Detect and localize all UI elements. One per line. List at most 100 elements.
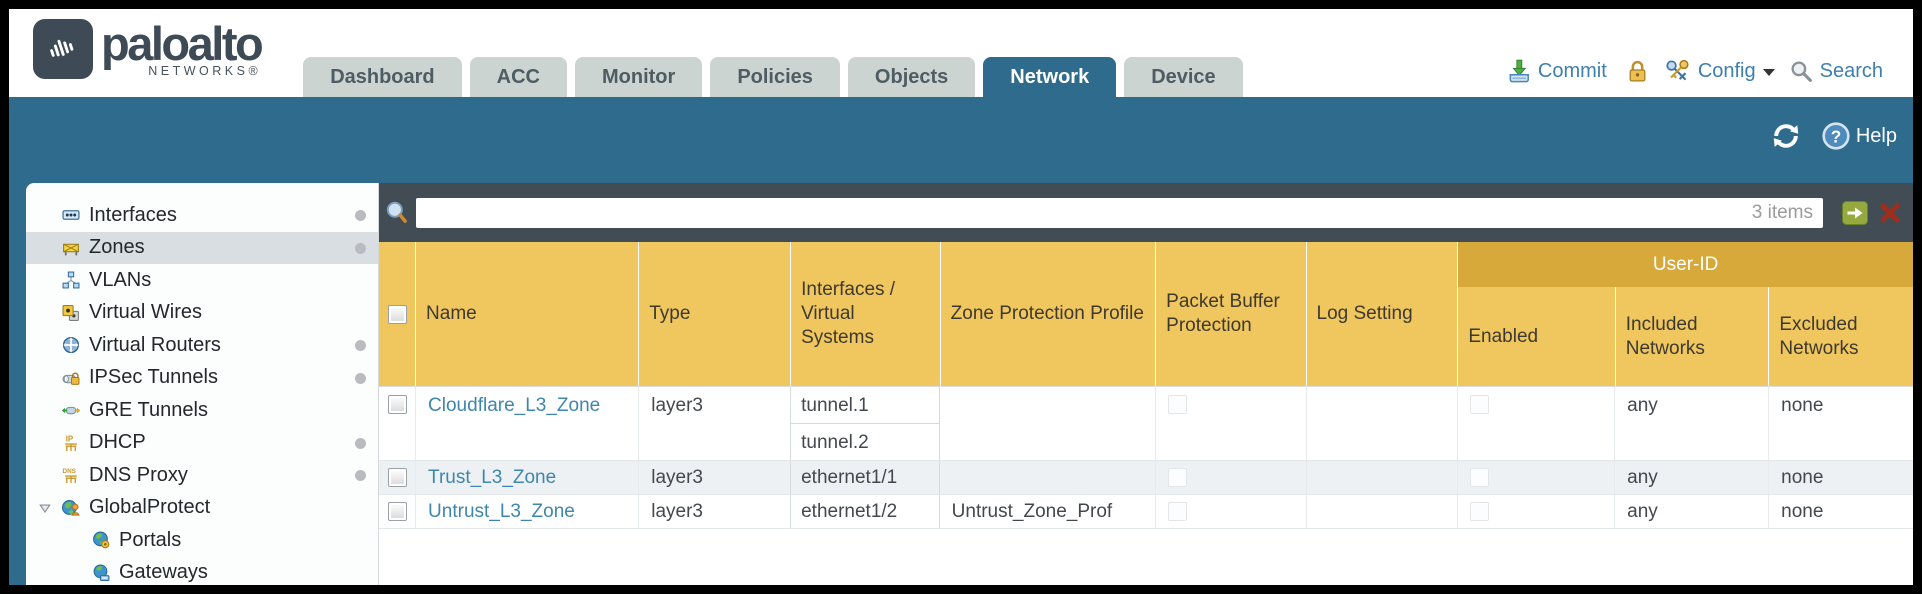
refresh-button[interactable] (1771, 121, 1801, 151)
row-select-checkbox[interactable] (387, 501, 407, 521)
brand-subtitle: NETWORKS® (148, 64, 262, 78)
select-all-checkbox[interactable] (387, 304, 407, 324)
help-label: Help (1855, 124, 1897, 147)
teal-banner: ? Help (9, 97, 1913, 183)
cell-included_networks: any (1614, 461, 1768, 494)
zone-name-link[interactable]: Cloudflare_L3_Zone (428, 395, 601, 416)
sidebar-item-label: GlobalProtect (89, 496, 211, 519)
cell-value-included_networks: any (1627, 395, 1658, 416)
tab-dashboard[interactable]: Dashboard (303, 57, 462, 97)
apply-filter-button[interactable] (1842, 200, 1868, 225)
status-dot (355, 470, 366, 481)
tab-device[interactable]: Device (1124, 57, 1243, 97)
sidebar-item-virtual-routers[interactable]: Virtual Routers (26, 329, 378, 362)
tab-acc[interactable]: ACC (469, 57, 567, 97)
cell-type: layer3 (638, 495, 790, 528)
status-dot (355, 437, 366, 449)
lock-icon (1629, 60, 1646, 81)
cell-value-type: layer3 (651, 501, 703, 522)
sidebar-item-vlans[interactable]: VLANs (26, 264, 378, 297)
packet-buffer-protection-checkbox[interactable] (1168, 467, 1188, 487)
expander-triangle-icon[interactable] (38, 501, 52, 515)
cell-zone_protection_profile (940, 387, 1156, 460)
sidebar-item-interfaces[interactable]: Interfaces (26, 199, 378, 232)
help-button[interactable]: ? Help (1821, 121, 1897, 151)
tab-monitor[interactable]: Monitor (575, 57, 703, 97)
cell-name: Untrust_L3_Zone (415, 495, 638, 528)
lock-button[interactable] (1625, 59, 1650, 84)
cell-excluded_networks: none (1768, 495, 1913, 528)
commit-button[interactable]: Commit (1506, 58, 1607, 84)
filter-search-icon (384, 200, 410, 226)
col-header-included-networks[interactable]: Included Networks (1614, 287, 1769, 386)
filter-bar: 3 items (379, 183, 1913, 242)
row-select-checkbox[interactable] (387, 467, 407, 487)
search-icon (1791, 60, 1812, 82)
user-id-group-header: User-ID (1458, 242, 1913, 287)
col-header-log-setting[interactable]: Log Setting (1305, 242, 1458, 386)
clear-filter-button[interactable] (1877, 201, 1903, 225)
filter-input[interactable] (426, 202, 1752, 223)
col-header-interfaces[interactable]: Interfaces / Virtual Systems (790, 242, 940, 386)
tab-network[interactable]: Network (983, 57, 1117, 97)
cell-select (379, 495, 415, 528)
config-icon (1666, 59, 1689, 81)
interfaces-icon (62, 206, 80, 224)
ipsec-tunnels-icon (62, 369, 80, 387)
status-dot (355, 210, 366, 221)
zone-name-link[interactable]: Untrust_L3_Zone (428, 501, 575, 522)
user-id-enabled-checkbox[interactable] (1470, 395, 1490, 414)
green-arrow-icon (1842, 200, 1868, 225)
sidebar-item-portals[interactable]: Portals (26, 524, 378, 557)
packet-buffer-protection-checkbox[interactable] (1168, 395, 1188, 414)
main-tabs: Dashboard ACC Monitor Policies Objects N… (303, 57, 1251, 97)
sidebar-item-label: Interfaces (89, 203, 177, 226)
sidebar-item-gre-tunnels[interactable]: GRE Tunnels (26, 394, 378, 427)
header-actions: Commit Config Search (1506, 57, 1883, 85)
col-header-enabled[interactable]: Enabled (1468, 325, 1539, 347)
items-count: 3 items (1751, 201, 1813, 223)
cell-value-included_networks: any (1627, 467, 1658, 488)
col-header-name[interactable]: Name (415, 242, 638, 386)
col-header-packet-buffer-protection[interactable]: Packet Buffer Protection (1155, 242, 1305, 386)
packet-buffer-protection-checkbox[interactable] (1168, 501, 1188, 521)
sidebar-item-label: Portals (119, 528, 182, 551)
cell-select (379, 461, 415, 494)
row-select-checkbox[interactable] (387, 395, 407, 414)
interface-value: tunnel.1 (790, 387, 940, 424)
interface-value: ethernet1/1 (790, 461, 940, 494)
search-button[interactable]: Search (1789, 59, 1883, 84)
select-all-cell (379, 242, 415, 386)
sidebar-item-label: IPSec Tunnels (89, 366, 218, 389)
sidebar-item-zones[interactable]: Zones (26, 231, 378, 264)
config-menu-button[interactable]: Config (1664, 57, 1775, 85)
commit-icon (1509, 59, 1529, 83)
sidebar-item-gateways[interactable]: Gateways (26, 557, 378, 586)
user-id-enabled-checkbox[interactable] (1470, 501, 1490, 521)
col-header-zone-protection-profile[interactable]: Zone Protection Profile (939, 242, 1156, 386)
tab-policies[interactable]: Policies (710, 57, 840, 97)
cell-value-type: layer3 (651, 467, 703, 488)
filter-input-box: 3 items (416, 197, 1823, 228)
tab-objects[interactable]: Objects (847, 57, 976, 97)
sidebar-item-ipsec-tunnels[interactable]: IPSec Tunnels (26, 362, 378, 395)
cell-user_id_enabled (1457, 461, 1614, 494)
col-header-excluded-networks[interactable]: Excluded Networks (1768, 287, 1913, 386)
col-header-type[interactable]: Type (638, 242, 790, 386)
status-dot (355, 372, 366, 384)
cell-type: layer3 (638, 387, 790, 460)
sidebar-item-globalprotect[interactable]: GlobalProtect (26, 492, 378, 525)
sidebar-item-virtual-wires[interactable]: Virtual Wires (26, 297, 378, 330)
user-id-enabled-checkbox[interactable] (1470, 467, 1490, 487)
zone-name-link[interactable]: Trust_L3_Zone (428, 467, 557, 488)
cell-log_setting (1305, 495, 1458, 528)
zones-icon (62, 239, 80, 257)
sidebar-item-label: Gateways (119, 561, 208, 584)
